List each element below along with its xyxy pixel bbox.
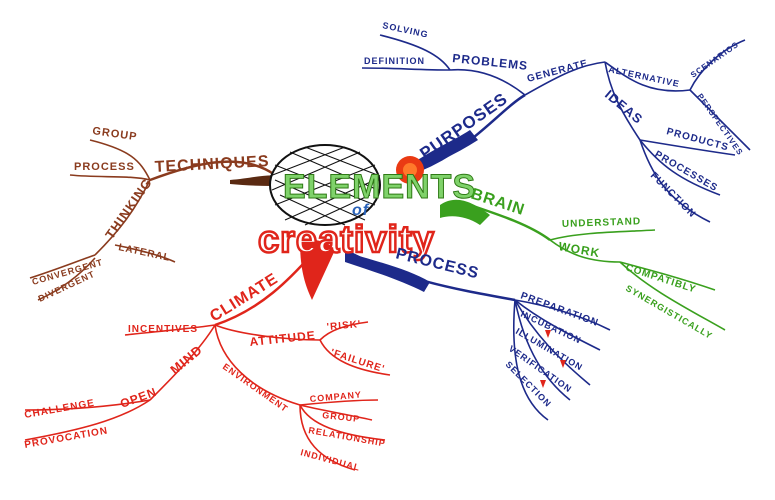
center-title-creativity: creativity bbox=[258, 219, 435, 261]
sun-icon bbox=[396, 156, 424, 184]
climate-label: CLIMATE bbox=[207, 270, 281, 325]
arrow-down-icon bbox=[540, 380, 546, 388]
climate-attitude: ATTITUDE bbox=[249, 328, 317, 349]
climate-group: GROUP bbox=[322, 410, 361, 424]
brain-wedge bbox=[440, 199, 490, 225]
brain-work: WORK bbox=[557, 239, 601, 260]
climate-branch-lines bbox=[24, 244, 391, 471]
brain-understand: UNDERSTAND bbox=[562, 216, 642, 230]
climate-incentives: INCENTIVES bbox=[128, 324, 198, 335]
climate-company: COMPANY bbox=[309, 389, 362, 404]
techniques-label: TECHNIQUES bbox=[154, 153, 270, 176]
climate-risk: 'RISK' bbox=[326, 319, 361, 333]
climate-mind: MIND bbox=[167, 342, 205, 377]
climate-environment: ENVIRONMENT bbox=[221, 361, 290, 414]
climate-wedge bbox=[300, 239, 335, 300]
purposes-definition: DEFINITION bbox=[364, 56, 425, 66]
process-arrows bbox=[540, 330, 566, 388]
climate-relationship: RELATIONSHIP bbox=[308, 425, 387, 448]
arrow-down-icon bbox=[545, 330, 551, 338]
brain-synergistically: SYNERGISTICALLY bbox=[624, 283, 714, 341]
process-wedge bbox=[345, 252, 430, 292]
techniques-lateral: LATERAL bbox=[117, 242, 171, 264]
purposes-label: PURPOSES bbox=[416, 89, 511, 163]
arrow-down-icon bbox=[560, 360, 566, 368]
purposes-generate: GENERATE bbox=[526, 58, 590, 85]
climate-individual: INDIVIDUAL bbox=[299, 447, 361, 473]
purposes-scenarios: SCENARIOS bbox=[689, 40, 740, 80]
brain-sketch-icon bbox=[269, 144, 381, 226]
center-title-elements: ELEMENTS bbox=[283, 168, 476, 206]
climate-provocation: PROVOCATION bbox=[24, 425, 109, 451]
techniques-process: PROCESS bbox=[74, 161, 135, 173]
techniques-group: GROUP bbox=[92, 125, 139, 143]
techniques-thinking: THINKING bbox=[102, 175, 155, 242]
center-title-of: of bbox=[352, 202, 370, 219]
purposes-ideas: IDEAS bbox=[602, 87, 646, 127]
techniques-branch-lines bbox=[29, 139, 276, 301]
climate-failure: 'FAILURE' bbox=[329, 347, 386, 375]
climate-challenge: CHALLENGE bbox=[24, 398, 96, 421]
